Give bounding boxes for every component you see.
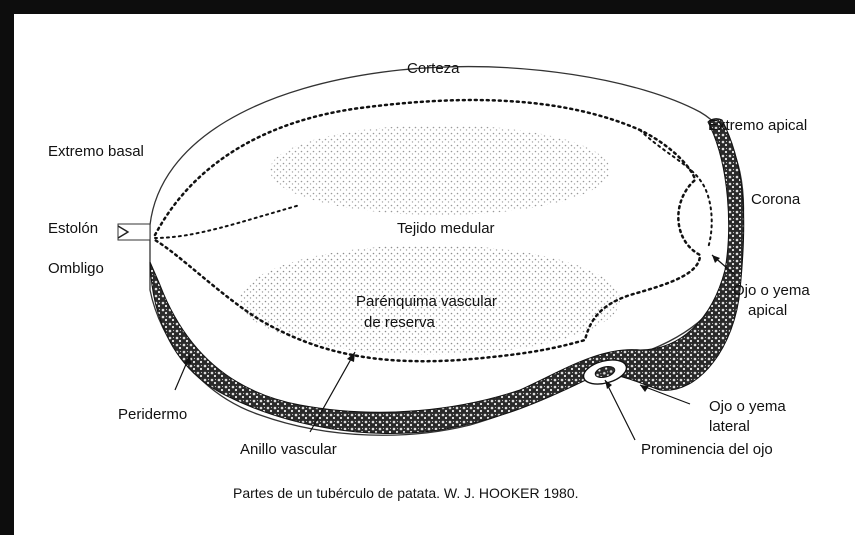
label-prominencia: Prominencia del ojo	[641, 441, 773, 459]
label-peridermo: Peridermo	[118, 406, 187, 424]
label-corona: Corona	[751, 191, 800, 209]
label-parenquima-2: de reserva	[364, 314, 435, 332]
label-parenquima-1: Parénquima vascular	[356, 293, 497, 311]
stolon	[118, 224, 150, 240]
pointer-prominencia	[605, 380, 635, 440]
label-corteza: Corteza	[407, 60, 460, 78]
label-ojo-apical-2: apical	[748, 302, 787, 320]
label-ojo-lateral-2: lateral	[709, 418, 750, 436]
figure-caption: Partes de un tubérculo de patata. W. J. …	[233, 485, 579, 501]
medulla-stipple-upper	[270, 125, 610, 215]
label-tejido-medular: Tejido medular	[397, 220, 495, 238]
label-ojo-lateral-1: Ojo o yema	[709, 398, 786, 416]
label-extremo-apical: Extremo apical	[708, 117, 807, 135]
label-ojo-apical-1: Ojo o yema	[733, 282, 810, 300]
label-ombligo: Ombligo	[48, 260, 104, 278]
label-anillo-vascular: Anillo vascular	[240, 441, 337, 459]
label-extremo-basal: Extremo basal	[48, 143, 144, 161]
label-estolon: Estolón	[48, 220, 98, 238]
